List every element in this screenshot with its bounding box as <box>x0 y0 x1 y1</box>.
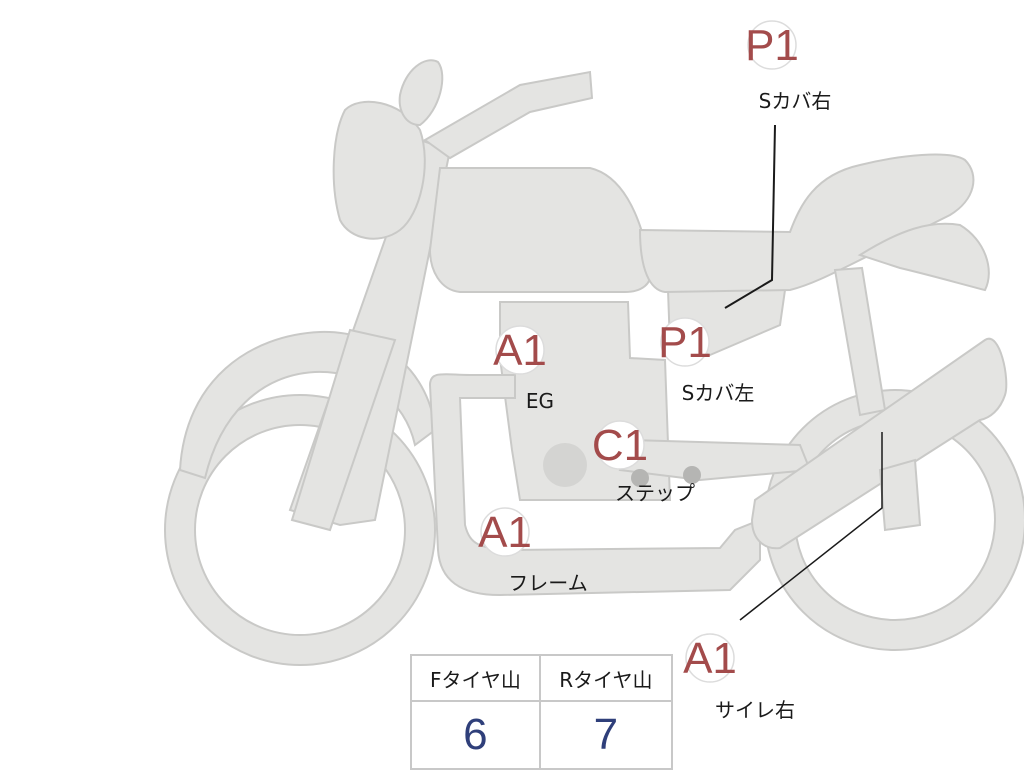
marker-grade: A1 <box>478 508 532 557</box>
marker-grade: P1 <box>658 318 712 367</box>
marker-label: EG <box>526 389 554 413</box>
leader-line-muffler <box>739 432 883 621</box>
rear-tire-header: Rタイヤ山 <box>538 654 674 702</box>
marker-grade: A1 <box>683 634 737 683</box>
tail-cowl <box>857 222 990 292</box>
marker-label: Sカバ左 <box>682 381 755 405</box>
fork-lower <box>290 328 397 532</box>
handlebar <box>423 70 594 160</box>
rear-tire-value: 7 <box>538 700 674 770</box>
marker-circle <box>660 317 710 367</box>
muffler <box>750 337 1008 550</box>
seat <box>638 153 975 294</box>
marker-circle <box>495 325 545 375</box>
marker-grade: P1 <box>745 21 799 70</box>
front-tire-header: Fタイヤ山 <box>410 654 541 702</box>
marker-frame: A1 フレーム <box>478 507 588 595</box>
marker-grade: A1 <box>493 326 547 375</box>
headlight <box>332 100 426 240</box>
step-peg <box>631 469 649 487</box>
marker-label: Sカバ右 <box>759 89 832 113</box>
marker-muffler-right: A1 サイレ右 <box>683 633 795 722</box>
muffler-mount <box>878 458 922 532</box>
step-peg-rear <box>683 466 701 484</box>
front-wheel <box>164 394 436 666</box>
tire-tread-table: Fタイヤ山 Rタイヤ山 6 7 <box>410 654 674 770</box>
mirror <box>398 59 444 127</box>
marker-label: ステップ <box>615 481 695 505</box>
marker-circle <box>480 507 530 557</box>
marker-step: C1 ステップ <box>592 420 695 505</box>
front-tire-value: 6 <box>410 700 541 770</box>
leader-line-s-cover-right <box>724 124 776 309</box>
marker-label: フレーム <box>508 571 587 595</box>
rear-shock <box>833 266 887 417</box>
marker-circle <box>595 420 645 470</box>
marker-circle <box>685 633 735 683</box>
marker-circle <box>747 20 797 70</box>
fuel-tank <box>428 167 652 293</box>
engine-cover <box>543 443 587 487</box>
marker-grade: C1 <box>592 421 648 470</box>
marker-label: サイレ右 <box>715 698 795 722</box>
